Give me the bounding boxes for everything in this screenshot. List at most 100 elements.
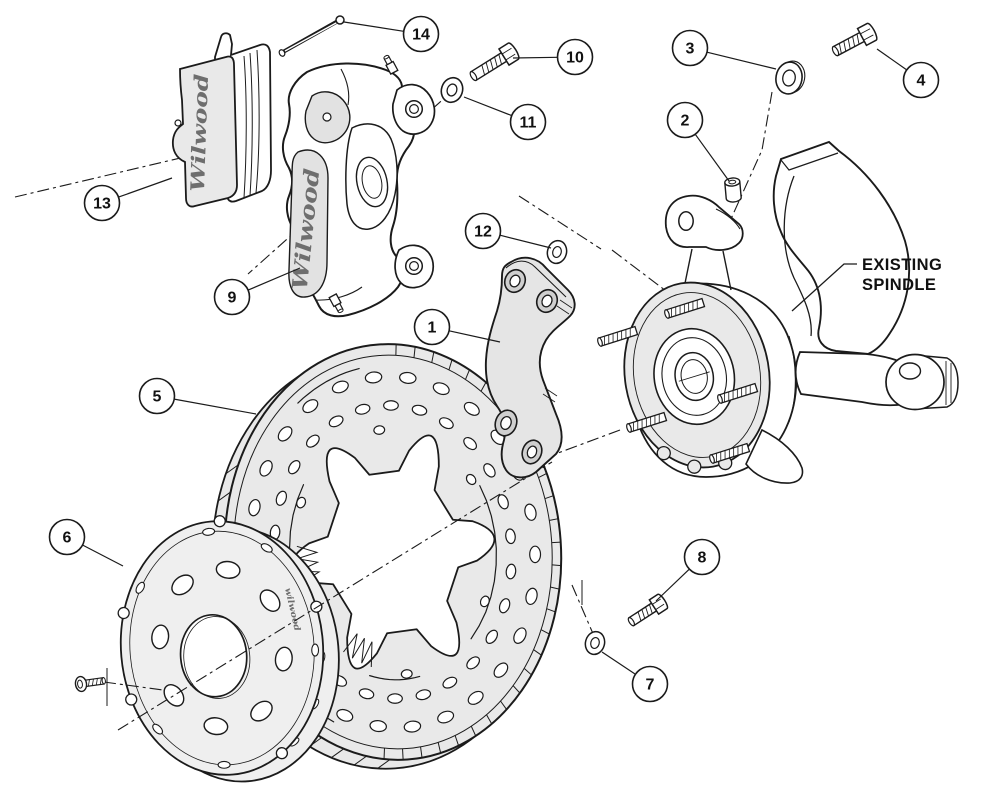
caliper-side-panel [288,149,329,298]
rotor-vane-tick [470,726,477,737]
stud-tip [664,309,670,319]
rotor-drill-hole [364,371,383,384]
callout-circle [671,29,709,67]
bleeder-tip [383,54,390,60]
bracket-hole [541,294,553,308]
rotor-vane-tick [413,346,416,358]
callout-number: 3 [686,41,695,58]
bolt-thread [843,40,847,52]
rotor-drill-hole [411,404,428,416]
callout-leader [82,544,124,567]
hat-rim-slot [311,643,320,657]
spindle-label-line2: SPINDLE [862,276,936,294]
hat-lug-hole [203,717,229,736]
stud-thread [733,447,735,457]
caliper-piston-bore [361,165,383,199]
spindle-arm-inner-line [783,175,812,337]
callout-leader [343,21,404,32]
callout-leader [876,48,908,71]
rotor-vane-tick [512,685,521,694]
callout-number: 5 [153,389,162,406]
stud-thread [650,416,652,426]
rotor-vane-tick [544,495,554,500]
callout-4: 4 [902,61,940,99]
caliper-bolt [469,42,520,82]
rotor-drill-hole [466,656,481,670]
rotor-drill-hole [259,460,273,477]
rotor-drill-hole [328,415,344,428]
pad-friction-line [255,49,260,194]
rotor-slot [297,367,360,404]
rotor-drill-hole [505,563,517,580]
screw-thread [99,677,102,685]
rotor-drill-hole [369,720,387,733]
callout-5: 5 [138,377,176,415]
callout-circle [48,518,86,556]
rotor-vane-tick [437,742,442,754]
rotor-vane-tick [402,748,404,760]
rotor-tab-hole [296,496,307,509]
sleeve-bore [728,179,737,185]
callout-3: 3 [671,29,709,67]
hat-screw-centerline [103,681,164,691]
hat-rim-notch [117,606,130,620]
rotor-lobe-hatch [343,633,373,668]
callout-leader [448,330,501,343]
brake-pads: Wilwood [171,32,272,208]
spindle-label-line1: EXISTING [862,256,942,274]
hat-rim-slot [217,760,231,769]
callout-8: 8 [683,538,721,576]
callout-number: 2 [681,113,690,130]
rotor-vane-tick [454,735,460,746]
rotor-bolt-centerline [571,584,595,637]
bolt-hex-facet [655,603,665,610]
rotor-hat [117,515,340,783]
callout-circle [631,665,669,703]
callout-leader [694,133,730,182]
stud-thread [720,451,722,461]
stud-thread [724,450,726,460]
callout-circle [902,61,940,99]
callout-number: 10 [566,50,584,67]
callout-circle [509,103,547,141]
hub-flange-tab [656,446,671,461]
pin-shaft-highlight [284,21,338,52]
bolt-hex-facet [863,34,874,41]
rotor-vane-tick [541,629,550,635]
stud-thread [621,330,623,340]
spindle-bolt [831,22,878,57]
rotor-band-tick [225,464,239,475]
callout-12: 12 [464,212,502,250]
rotor-drill-hole [525,587,538,606]
stud-thread [692,301,694,311]
hat-rim-slot [135,581,145,594]
rotor-drill-hole [485,629,499,644]
stud-centerline [557,429,621,454]
rotor-tab-hole [373,425,386,435]
callout-number: 6 [63,530,72,547]
callout-circle [464,212,502,250]
rotor-vane-tick [538,472,547,478]
bolt-thread [489,59,494,70]
rotor-drill-hole [302,399,319,414]
bleed-screw-top [383,54,399,75]
wheel-stud [709,442,751,464]
rotor-drill-hole [399,371,417,384]
washer-hole [590,636,600,650]
spacer-sleeve [724,177,742,203]
stud-thread [637,420,639,430]
bracket-boss-line [505,260,567,298]
rotor-drill-hole [529,545,542,564]
bolt-thread [847,38,851,50]
bolt-hex-facet [652,598,661,605]
wheel-stud [626,411,668,433]
callout-number: 1 [428,320,437,337]
stud-thread [749,385,751,394]
rotor-drill-hole [432,382,450,396]
hat-screw [74,675,106,693]
bolt-thread [498,54,502,65]
rotor-drill-hole [383,400,399,411]
stud-thread [728,449,730,458]
bolt-thread [838,43,842,54]
bolt-hex-head [497,42,520,67]
